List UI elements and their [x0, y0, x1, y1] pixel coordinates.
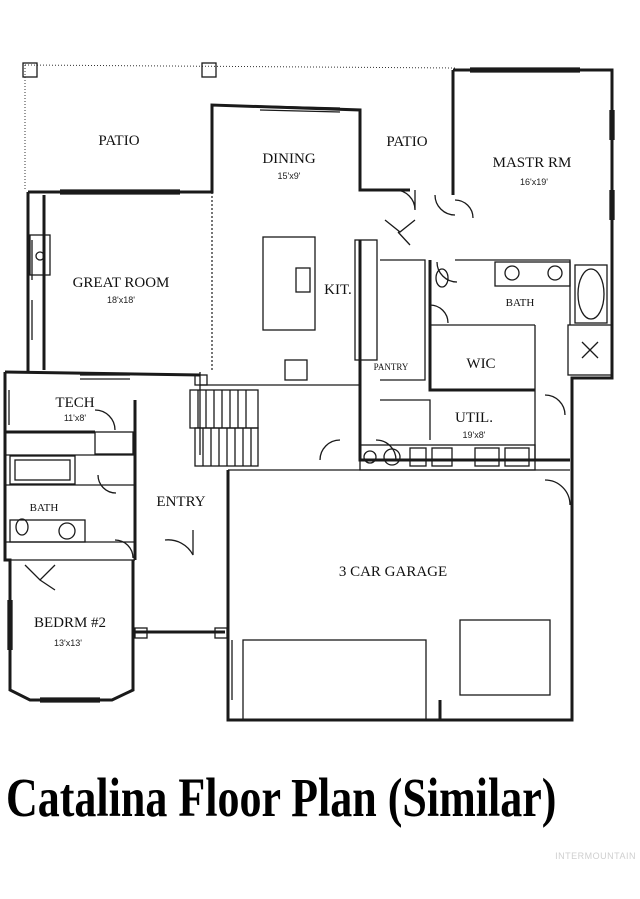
- bedroom2-label: BEDRM #2: [34, 615, 106, 631]
- master-size: 16'x19': [520, 177, 548, 187]
- bedroom2-size: 13'x13': [54, 638, 82, 648]
- fixtures: [9, 234, 613, 721]
- kitchen-label: KIT.: [324, 282, 352, 298]
- master-bath-label: BATH: [506, 297, 535, 309]
- garage-label: 3 CAR GARAGE: [339, 564, 447, 580]
- great-room-label: GREAT ROOM: [73, 275, 170, 291]
- bath2-label: BATH: [30, 502, 59, 514]
- util-size: 19'x8': [463, 430, 486, 440]
- watermark: INTERMOUNTAIN: [555, 851, 636, 861]
- tech-size: 11'x8': [64, 413, 87, 423]
- windows: [4, 67, 615, 703]
- entry-label: ENTRY: [156, 494, 205, 510]
- pantry-label: PANTRY: [374, 362, 409, 372]
- room-labels: PATIO DINING 15'x9' PATIO MASTR RM 16'x1…: [30, 133, 572, 648]
- dining-size: 15'x9': [278, 171, 301, 181]
- master-label: MASTR RM: [493, 155, 572, 171]
- patio-left-label: PATIO: [98, 133, 139, 149]
- doors: [24, 189, 571, 591]
- dining-label: DINING: [262, 151, 315, 167]
- interior-walls: [5, 192, 571, 561]
- wic-label: WIC: [466, 356, 495, 372]
- util-label: UTIL.: [455, 410, 493, 426]
- patio-right-label: PATIO: [386, 134, 427, 150]
- great-room-size: 18'x18': [107, 295, 135, 305]
- plan-title: Catalina Floor Plan (Similar): [6, 767, 557, 828]
- tech-label: TECH: [55, 395, 94, 411]
